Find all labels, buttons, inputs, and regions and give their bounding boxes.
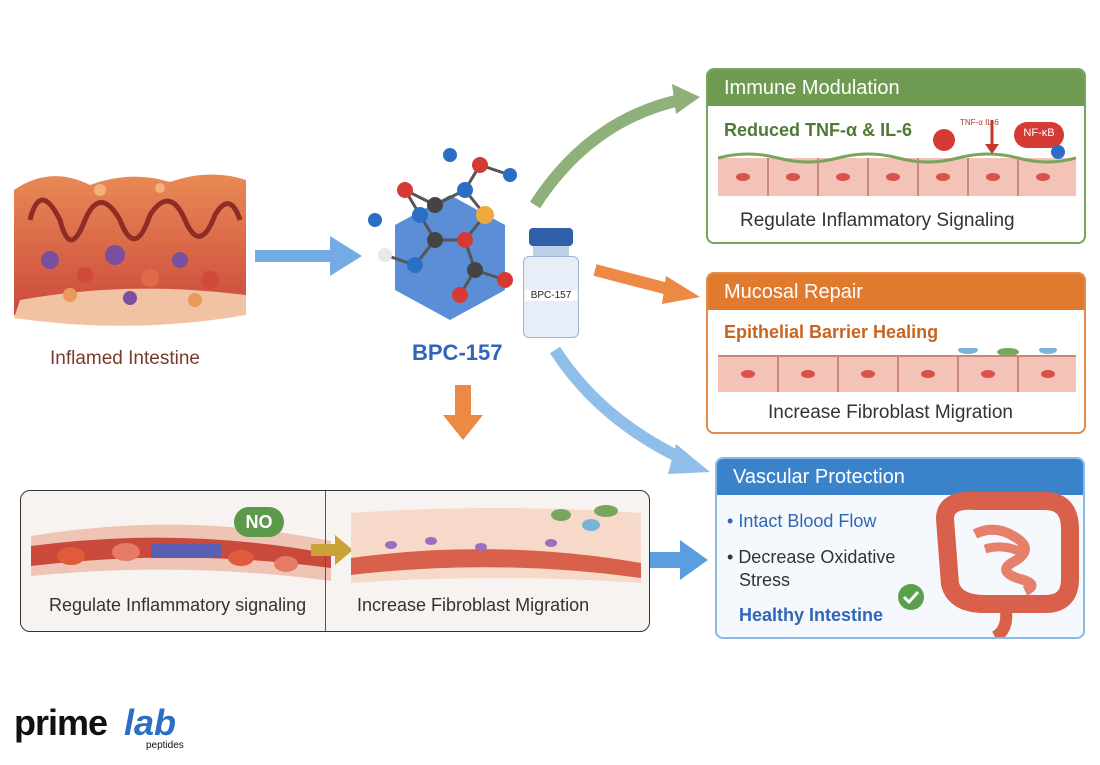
nfkb-label: NF-κB — [1023, 127, 1055, 139]
immune-tissue-illustration — [718, 152, 1076, 196]
mucosal-card-caption: Increase Fibroblast Migration — [768, 402, 1013, 423]
mucosal-card-title: Mucosal Repair — [708, 274, 1084, 310]
panel-left-caption: Regulate Inflammatory signaling — [49, 595, 307, 615]
arrow-panel-to-vascular — [650, 540, 708, 580]
mucosal-card-subtitle: Epithelial Barrier Healing — [724, 322, 939, 342]
vascular-bullet-1-text: Intact Blood Flow — [738, 511, 877, 531]
primelab-logo: prime lab peptides — [14, 702, 214, 752]
vascular-bullet-1: • Intact Blood Flow — [727, 511, 877, 531]
logo-peptides: peptides — [146, 740, 184, 751]
logo-lab: lab — [124, 702, 177, 743]
fibroblast-tissue-illustration — [351, 505, 641, 583]
inflamed-intestine-illustration — [14, 174, 246, 326]
healthy-intestine-label: Healthy Intestine — [739, 605, 884, 625]
nitric-oxide-badge: NO — [234, 507, 284, 537]
arrow-to-mucosal — [593, 264, 674, 296]
immune-modulation-card: Immune Modulation Reduced TNF-α & IL-6 T… — [706, 68, 1086, 244]
arrow-to-peptide — [255, 236, 362, 276]
panel-divider — [325, 491, 326, 631]
vial-label: BPC-157 — [525, 290, 577, 301]
immune-card-title: Immune Modulation — [708, 70, 1084, 106]
arrow-to-immune — [529, 94, 682, 209]
mucosal-repair-card: Mucosal Repair Epithelial Barrier Healin… — [706, 272, 1086, 434]
inflamed-intestine-label: Inflamed Intestine — [50, 348, 200, 369]
cytokine-small-label: TNF-α IL-6 — [960, 118, 999, 127]
panel-transition-arrow — [311, 535, 353, 565]
arrow-to-vascular — [549, 346, 688, 466]
immune-card-caption: Regulate Inflammatory Signaling — [740, 210, 1015, 231]
bottom-mechanism-panel: NO Regulate Inflammatory signaling Incre… — [20, 490, 650, 632]
vascular-bullet-2-cont: Stress — [739, 570, 791, 590]
vascular-bullet-2-text: Decrease Oxidative — [738, 547, 896, 567]
cytokine-markers-icon — [933, 120, 1065, 159]
mucosal-tissue-illustration — [718, 348, 1076, 392]
bpc157-vial: BPC-157 — [523, 228, 579, 338]
logo-prime: prime — [14, 702, 108, 743]
bpc157-molecule-icon — [368, 148, 517, 320]
vascular-card-title: Vascular Protection — [717, 459, 1083, 495]
bpc157-label: BPC-157 — [412, 340, 503, 365]
panel-right-caption: Increase Fibroblast Migration — [357, 595, 590, 615]
immune-card-subtitle: Reduced TNF-α & IL-6 — [724, 120, 913, 140]
vascular-bullet-2: • Decrease Oxidative — [727, 547, 896, 567]
healthy-intestine-icon — [935, 491, 1079, 637]
checkmark-icon — [898, 584, 924, 610]
arrow-down — [443, 385, 483, 440]
blood-vessel-illustration — [31, 524, 331, 581]
vascular-protection-card: Vascular Protection • Intact Blood Flow … — [715, 457, 1085, 639]
